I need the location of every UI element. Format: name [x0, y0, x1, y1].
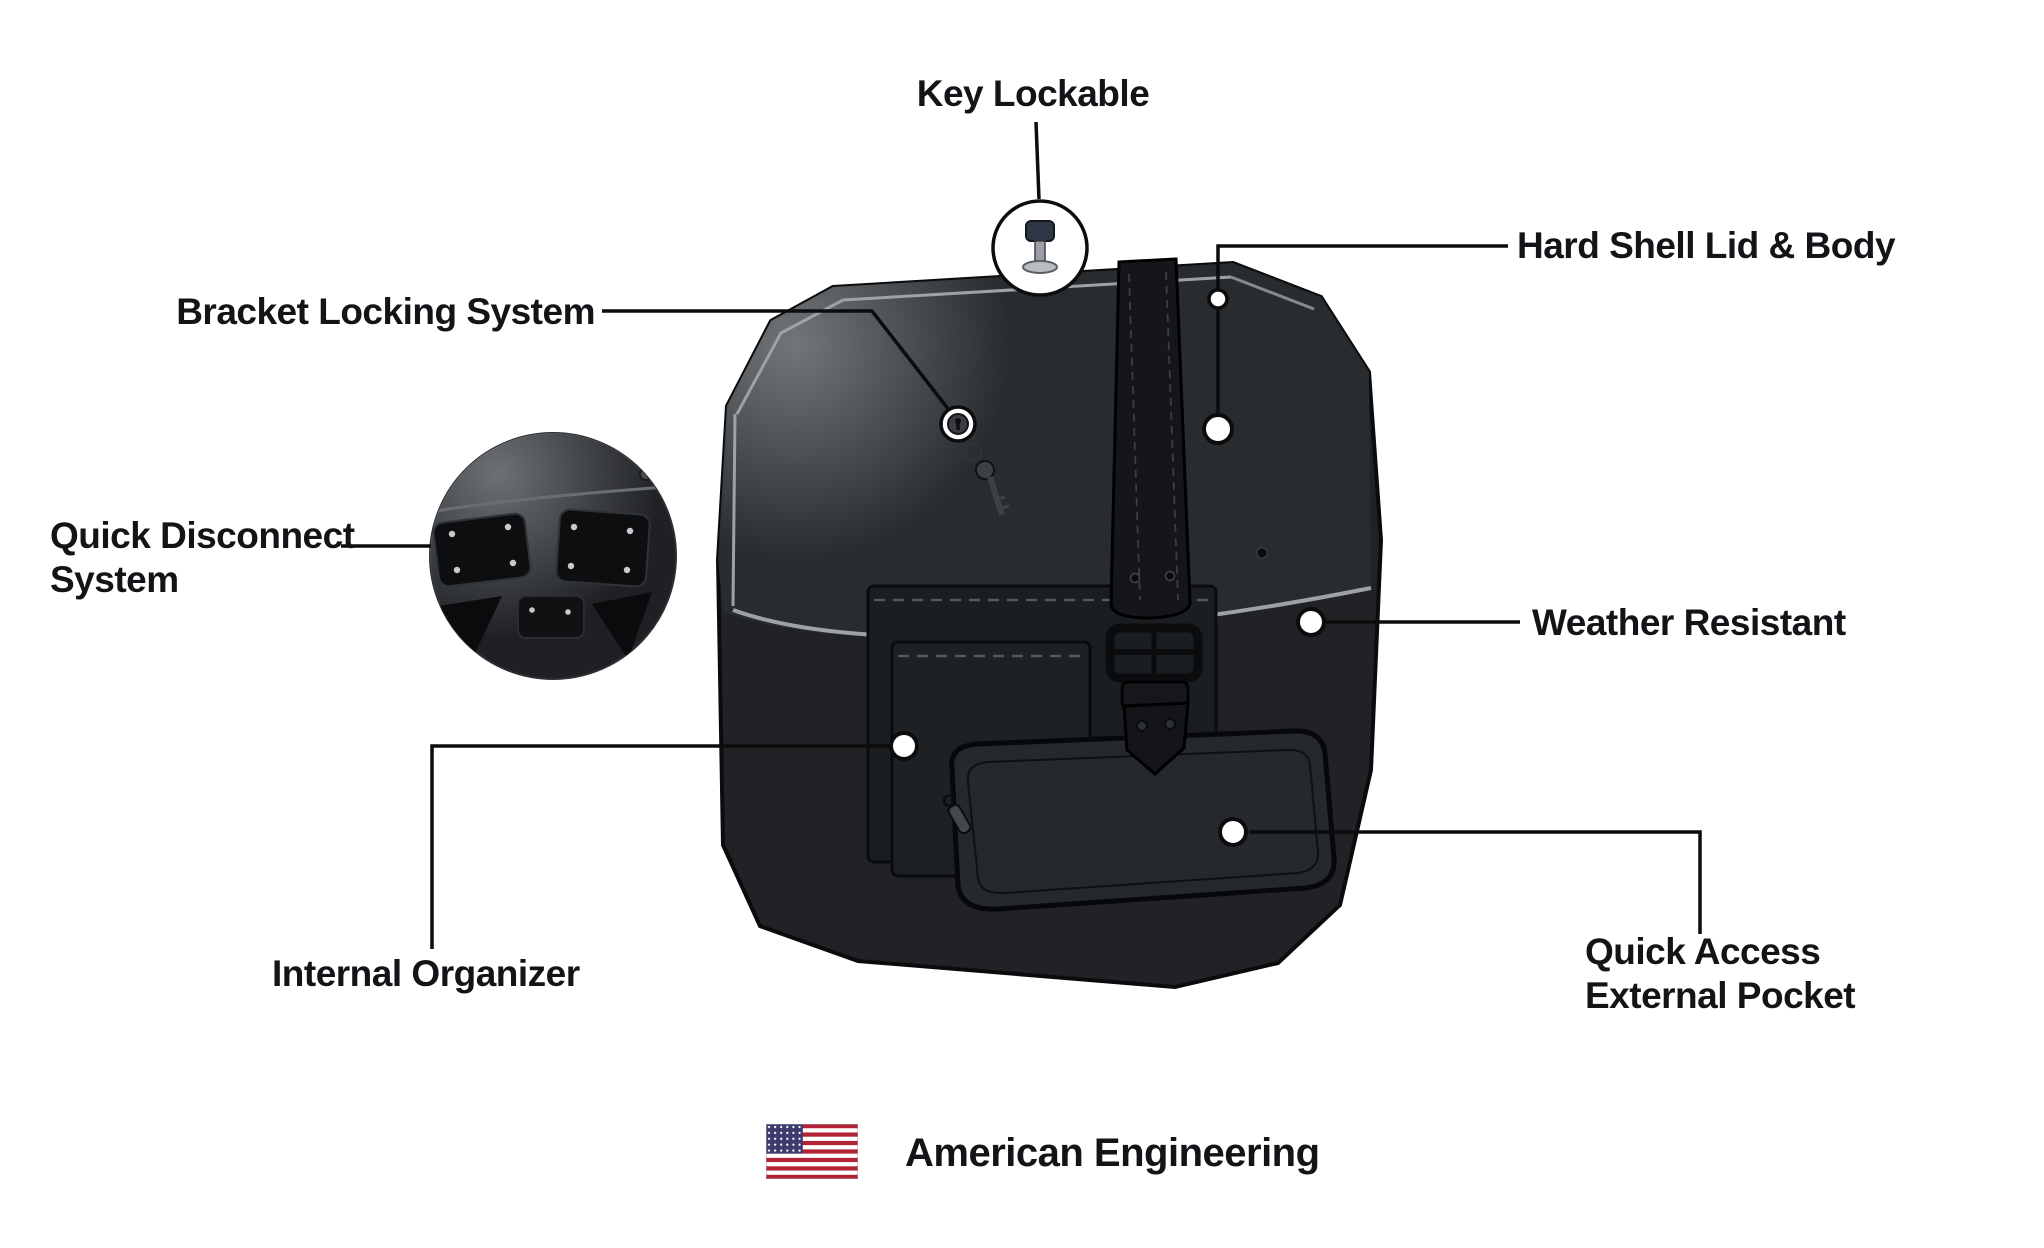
weather-resistant-marker [1296, 607, 1326, 637]
footer-label: American Engineering [905, 1131, 1320, 1175]
lid-strap [1105, 257, 1203, 776]
callout-lines [341, 121, 1702, 949]
reinforcement-triangle-left [438, 596, 502, 664]
key-icon [1022, 220, 1058, 274]
callout-label-key-lockable: Key Lockable [916, 73, 1150, 114]
external-pocket [942, 728, 1337, 912]
hanging-key-icon [963, 442, 1010, 516]
callout-label-bracket-locking: Bracket Locking System [176, 291, 595, 332]
hard-shell-body-marker [1202, 413, 1234, 445]
internal-organizer-line [430, 744, 889, 949]
callout-label-quick-disconnect: Quick Disconnect System [50, 515, 355, 601]
callout-label-weather-resistant: Weather Resistant [1532, 602, 1846, 643]
key-lockable-badge [991, 199, 1089, 297]
keyhole-icon [947, 413, 969, 435]
bracket-locking-line [602, 309, 951, 412]
zipper-pull-icon [942, 794, 972, 835]
us-flag-icon [765, 1123, 859, 1184]
internal-organizer-marker [889, 731, 919, 761]
callout-label-hard-shell: Hard Shell Lid & Body [1517, 225, 1896, 266]
reinforcement-triangle-right [592, 592, 652, 660]
hard-shell-line [1216, 244, 1508, 414]
quick-disconnect-inset-photo [429, 432, 677, 680]
quick-access-marker [1218, 817, 1248, 847]
quick-access-line [1249, 830, 1702, 934]
callout-label-quick-access: Quick Access External Pocket [1585, 931, 1856, 1017]
lid-rivet [1255, 546, 1269, 560]
hard-shell-lid-marker [1207, 288, 1229, 310]
saddlebag-illustration [715, 257, 1384, 990]
key-lockable-line [1034, 121, 1041, 200]
mount-plate-left [432, 512, 532, 588]
callout-label-internal-organizer: Internal Organizer [272, 953, 580, 994]
mount-plate-center [517, 595, 585, 639]
mount-plate-right [555, 508, 651, 588]
